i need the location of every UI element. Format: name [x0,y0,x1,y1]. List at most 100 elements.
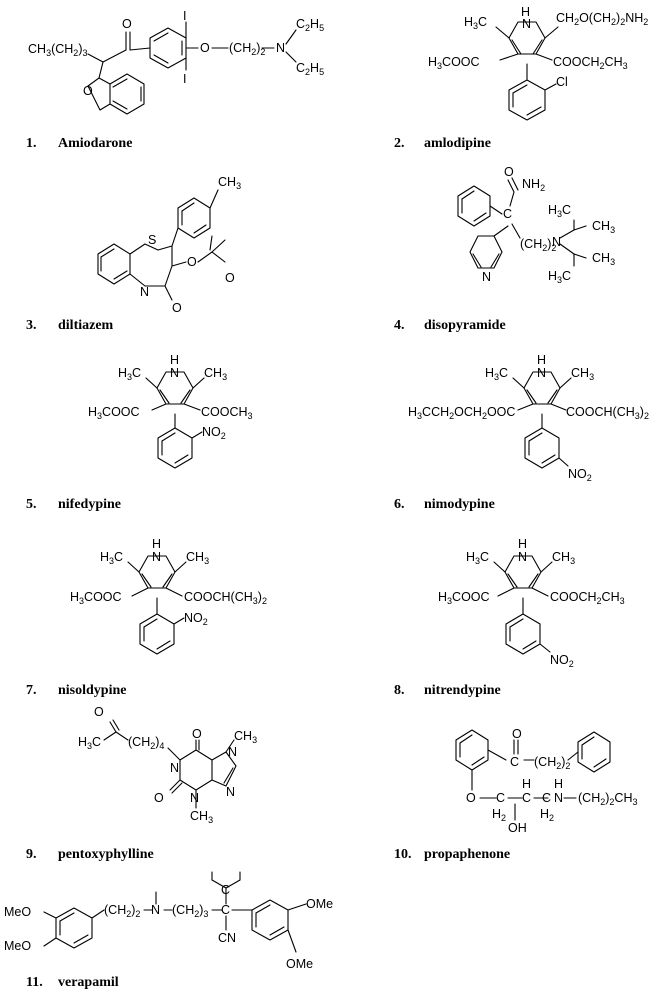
compound-verapamil: MeO MeO (CH2)2 N (CH2)3 C C CN OMe OMe 1… [4,871,333,990]
nimodypine-ester-right: COOCH(CH3)2 [566,405,649,421]
nisoldypine-number: 7. [26,683,37,698]
diltiazem-o-lactam: O [172,301,182,315]
nisoldypine-ester-left: H3COOC [70,590,122,606]
nimodypine-number: 6. [394,497,405,512]
pentoxyphylline-name: pentoxyphylline [58,847,154,862]
compound-nitrendypine: H N H3C CH3 H3COOC COOCH2CH3 NO2 8. nitr… [394,537,625,698]
nisoldypine-h: H [152,537,161,551]
amiodarone-o-carbonyl: O [122,17,132,31]
pentoxyphylline-n7: N [228,745,237,759]
amiodarone-ethyl-bottom: C2H5 [296,61,324,77]
nisoldypine-no2: NO2 [184,611,208,627]
disopyramide-ch3-top: CH3 [592,219,615,235]
propaphenone-c3-h2: H2 [540,807,554,823]
pentoxyphylline-chain: (CH2)4 [128,735,164,751]
diltiazem-o-keto: O [225,271,235,285]
pentoxyphylline-ch3-n7: CH3 [234,729,257,745]
nifedypine-number: 5. [26,497,37,512]
nitrendypine-h3c: H3C [466,550,489,566]
nisoldypine-n: N [152,550,161,564]
nitrendypine-ester-left: H3COOC [438,590,490,606]
amiodarone-number: 1. [26,136,37,151]
diltiazem-ch3: CH3 [218,175,241,191]
verapamil-c-iso: C [221,883,230,897]
nifedypine-h3c: H3C [118,366,141,382]
verapamil-chain1: (CH2)2 [104,903,140,919]
propaphenone-c3: C [542,791,551,805]
nitrendypine-ch3: CH3 [552,550,575,566]
amlodipine-name: amlodipine [424,136,491,151]
nisoldypine-ch3: CH3 [186,550,209,566]
nimodypine-ester-left: H3CCH2OCH2OOC [408,405,515,421]
verapamil-ome-1: OMe [306,897,333,911]
compound-nifedypine: H N H3C CH3 H3COOC COOCH3 NO2 5. nifedyp… [26,353,253,512]
verapamil-name: verapamil [58,975,119,990]
pentoxyphylline-n9: N [226,785,235,799]
amiodarone-ethyl-top: C2H5 [296,17,324,33]
propaphenone-n: N [554,791,563,805]
amlodipine-h3c: H3C [464,15,487,31]
pentoxyphylline-n3: N [190,791,199,805]
amiodarone-o-ether: O [200,41,210,55]
pentoxyphylline-number: 9. [26,847,37,862]
diltiazem-n: N [140,285,149,299]
nifedypine-name: nifedypine [58,497,121,512]
amiodarone-i-top: I [183,9,186,23]
verapamil-ome-2: OMe [286,957,313,971]
nifedypine-ester-right: COOCH3 [201,405,253,421]
amlodipine-side-chain: CH2O(CH2)2NH2 [556,11,648,27]
disopyramide-h3c-top: H3C [548,203,571,219]
propaphenone-chain: (CH2)2 [534,755,570,771]
verapamil-number: 11. [26,975,43,990]
verapamil-n: N [151,903,160,917]
amiodarone-name: Amiodarone [58,136,132,151]
pentoxyphylline-n1: N [170,761,179,775]
amlodipine-n: H [521,5,530,19]
disopyramide-name: disopyramide [424,318,506,333]
nitrendypine-number: 8. [394,683,405,698]
nifedypine-h: H [170,353,179,367]
compound-nisoldypine: H N H3C CH3 H3COOC COOCH(CH3)2 NO2 7. ni… [26,537,267,698]
compound-nimodypine: H N H3C CH3 H3CCH2OCH2OOC COOCH(CH3)2 NO… [394,353,649,512]
propaphenone-o-ether: O [466,791,476,805]
propaphenone-number: 10. [394,847,412,862]
verapamil-cn: CN [218,931,236,945]
disopyramide-h3c-bottom: H3C [548,269,571,285]
amlodipine-ester-left: H3COOC [428,55,480,71]
propaphenone-name: propaphenone [424,847,510,862]
amiodarone-n: N [276,41,285,55]
compound-pentoxyphylline: O H3C (CH2)4 O N CH3 N N O N CH3 9. pent… [26,705,257,862]
verapamil-c-quat: C [221,903,230,917]
amiodarone-i-bottom: I [183,72,186,86]
pentoxyphylline-o-keto: O [94,705,104,719]
disopyramide-nh2: NH2 [522,177,545,193]
nimodypine-name: nimodypine [424,497,495,512]
nitrendypine-name: nitrendypine [424,683,501,698]
compound-disopyramide: O NH2 C (CH2)2 N N H3C CH3 H3C CH3 4. di… [394,165,615,333]
disopyramide-n-pyridine: N [482,270,491,284]
compound-diltiazem: S CH3 O O N O 3. diltiazem [26,175,241,333]
compound-amiodarone: O I I O (CH2)2 N C2H5 C2H5 CH3(CH2)3 O 1… [26,9,324,151]
nifedypine-n: N [170,366,179,380]
amlodipine-number: 2. [394,136,405,151]
nimodypine-h: H [537,353,546,367]
compound-amlodipine: H N H3C CH2O(CH2)2NH2 H3COOC COOCH2CH3 C… [394,5,648,151]
disopyramide-chain: (CH2)2 [520,237,556,253]
nisoldypine-ester-right: COOCH(CH3)2 [184,590,267,606]
nimodypine-ch3: CH3 [571,366,594,382]
nisoldypine-name: nisoldypine [58,683,126,698]
nisoldypine-h3c: H3C [100,550,123,566]
amiodarone-o-furan: O [83,84,93,98]
nimodypine-n: N [537,366,546,380]
compound-propaphenone: O C (CH2)2 O C H2 C H C H2 OH N H (CH2)2… [394,727,638,862]
propaphenone-c2-h: H [522,777,531,791]
disopyramide-o: O [504,165,514,179]
verapamil-meo-1: MeO [4,905,31,919]
verapamil-meo-2: MeO [4,939,31,953]
pentoxyphylline-o-bottom: O [154,791,164,805]
nifedypine-ch3: CH3 [204,366,227,382]
propaphenone-o-keto: O [512,727,522,741]
nifedypine-ester-left: H3COOC [88,405,140,421]
diltiazem-s: S [148,233,156,247]
